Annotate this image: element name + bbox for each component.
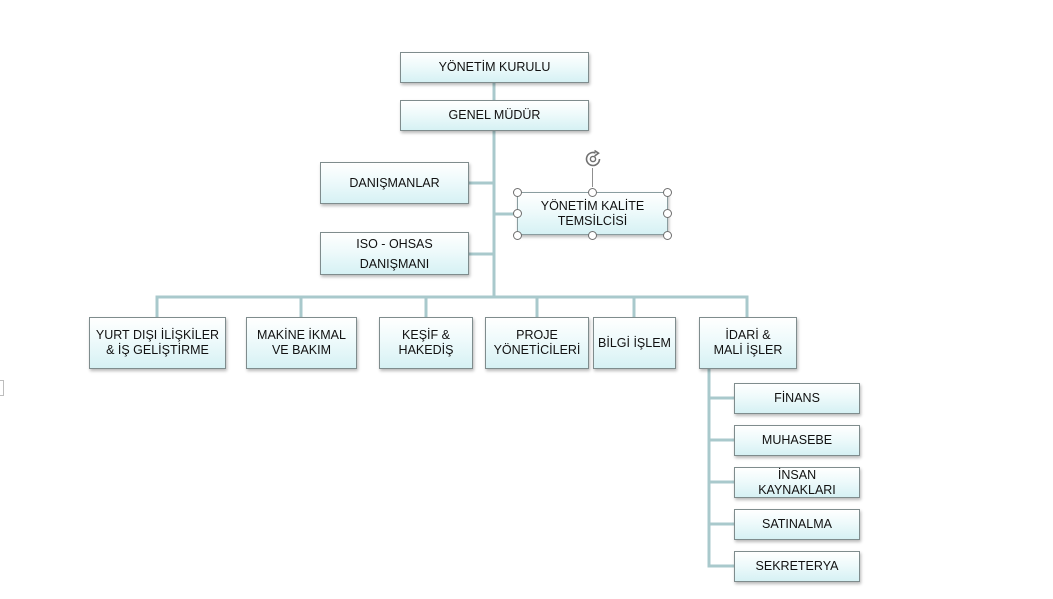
department-label: KEŞİF & HAKEDİŞ — [398, 328, 454, 357]
admin-unit-box[interactable]: SATINALMA — [734, 509, 860, 540]
iso-advisor-label: ISO - OHSAS DANIŞMANI — [356, 236, 433, 271]
department-box[interactable]: MAKİNE İKMAL VE BAKIM — [246, 317, 357, 369]
rotate-stem — [592, 168, 593, 187]
department-label: PROJE YÖNETİCİLERİ — [493, 328, 581, 357]
resize-handle-middle-right[interactable] — [663, 209, 672, 218]
quality-rep-box[interactable]: YÖNETİM KALİTE TEMSİLCİSİ — [517, 192, 668, 235]
resize-handle-top-left[interactable] — [513, 188, 522, 197]
department-box[interactable]: YURT DIŞI İLİŞKİLER & İŞ GELİŞTİRME — [89, 317, 226, 369]
admin-unit-label: SATINALMA — [762, 517, 832, 531]
edge-marker — [0, 380, 4, 396]
iso-advisor-box[interactable]: ISO - OHSAS DANIŞMANI — [320, 232, 469, 275]
admin-unit-label: SEKRETERYA — [755, 559, 839, 573]
advisors-box[interactable]: DANIŞMANLAR — [320, 162, 469, 204]
admin-unit-box[interactable]: İNSAN KAYNAKLARI — [734, 467, 860, 498]
admin-unit-box[interactable]: FİNANS — [734, 383, 860, 414]
resize-handle-bottom-right[interactable] — [663, 231, 672, 240]
resize-handle-top-center[interactable] — [588, 188, 597, 197]
department-box[interactable]: KEŞİF & HAKEDİŞ — [379, 317, 473, 369]
admin-unit-box[interactable]: MUHASEBE — [734, 425, 860, 456]
resize-handle-bottom-left[interactable] — [513, 231, 522, 240]
department-box[interactable]: PROJE YÖNETİCİLERİ — [485, 317, 589, 369]
department-label: MAKİNE İKMAL VE BAKIM — [257, 328, 346, 357]
resize-handle-middle-left[interactable] — [513, 209, 522, 218]
rotate-icon[interactable] — [582, 148, 604, 170]
department-box[interactable]: BİLGİ İŞLEM — [593, 317, 676, 369]
resize-handle-bottom-center[interactable] — [588, 231, 597, 240]
admin-unit-label: MUHASEBE — [761, 433, 833, 447]
quality-rep-label: YÖNETİM KALİTE TEMSİLCİSİ — [540, 198, 645, 228]
department-box[interactable]: İDARİ & MALİ İŞLER — [699, 317, 797, 369]
resize-handle-top-right[interactable] — [663, 188, 672, 197]
board-box[interactable]: YÖNETİM KURULU — [400, 52, 589, 83]
department-label: YURT DIŞI İLİŞKİLER & İŞ GELİŞTİRME — [95, 328, 220, 357]
admin-unit-label: İNSAN KAYNAKLARI — [758, 467, 836, 497]
department-label: BİLGİ İŞLEM — [598, 335, 671, 350]
admin-unit-label: FİNANS — [774, 391, 820, 405]
admin-unit-box[interactable]: SEKRETERYA — [734, 551, 860, 582]
department-label: İDARİ & MALİ İŞLER — [713, 328, 783, 357]
general-manager-box[interactable]: GENEL MÜDÜR — [400, 100, 589, 131]
board-label: YÖNETİM KURULU — [438, 60, 551, 74]
advisors-label: DANIŞMANLAR — [349, 175, 440, 190]
general-manager-label: GENEL MÜDÜR — [448, 108, 541, 122]
